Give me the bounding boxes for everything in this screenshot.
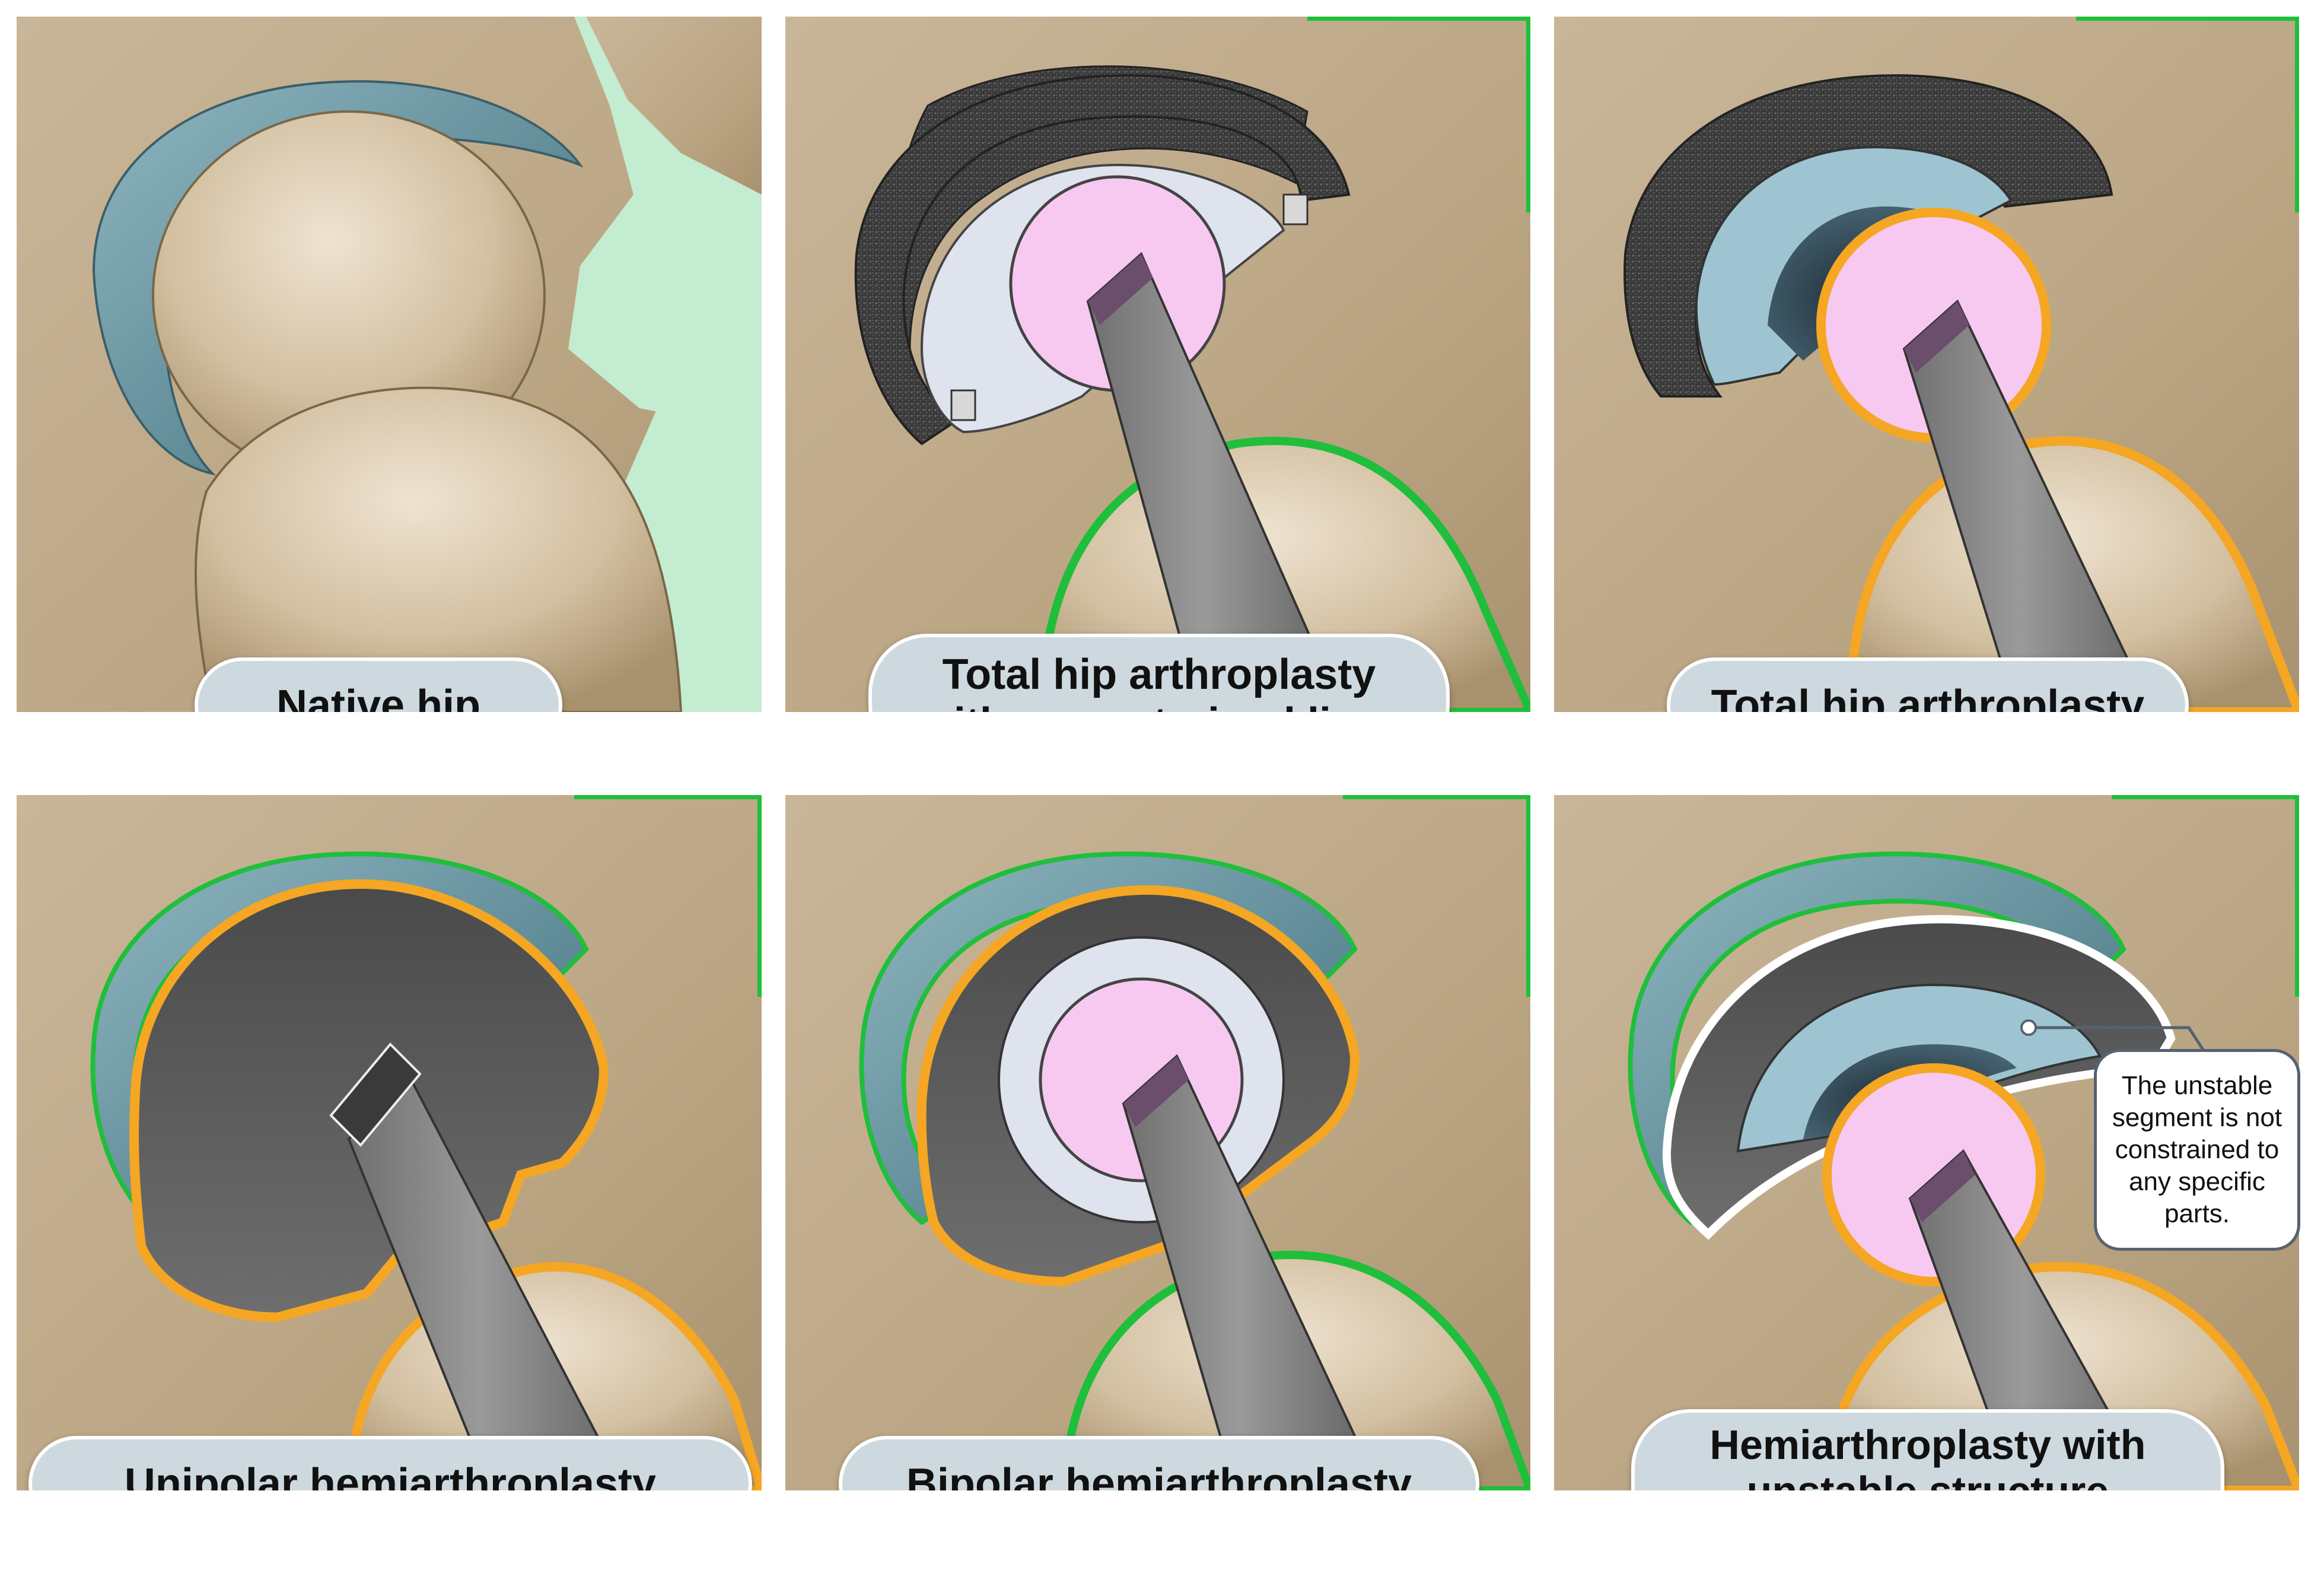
panel-tha-constrained-liner: Total hip arthroplasty with a constraine… bbox=[785, 17, 1530, 712]
panel-native-hip: Native hip bbox=[17, 17, 762, 712]
femoral-neck bbox=[194, 386, 683, 712]
caption-bipolar-hemiarthroplasty: Bipolar hemiarthroplasty bbox=[839, 1436, 1479, 1490]
unipolar-illustration bbox=[17, 795, 762, 1490]
bipolar-illustration bbox=[785, 795, 1530, 1490]
panel-unstable-hemiarthroplasty: Hemiarthroplasty with unstable structure… bbox=[1554, 795, 2299, 1490]
caption-tha-constrained-liner: Total hip arthroplasty with a constraine… bbox=[868, 634, 1450, 712]
callout-anchor-dot bbox=[2020, 1019, 2037, 1036]
caption-unstable-hemiarthroplasty: Hemiarthroplasty with unstable structure… bbox=[1631, 1409, 2224, 1490]
tha-illustration bbox=[1554, 17, 2299, 712]
panel-tha: Total hip arthroplasty bbox=[1554, 17, 2299, 712]
caption-tha: Total hip arthroplasty bbox=[1667, 657, 2189, 712]
panel-unipolar-hemiarthroplasty: Unipolar hemiarthroplasty bbox=[17, 795, 762, 1490]
caption-native-hip: Native hip bbox=[195, 657, 562, 712]
panel-bipolar-hemiarthroplasty: Bipolar hemiarthroplasty bbox=[785, 795, 1530, 1490]
unstable-segment-callout: The unstable segment is not constrained … bbox=[2094, 1049, 2300, 1251]
caption-unipolar-hemiarthroplasty: Unipolar hemiarthroplasty bbox=[28, 1436, 752, 1490]
native-hip-illustration bbox=[17, 17, 762, 712]
tha-constrained-illustration bbox=[785, 17, 1530, 712]
